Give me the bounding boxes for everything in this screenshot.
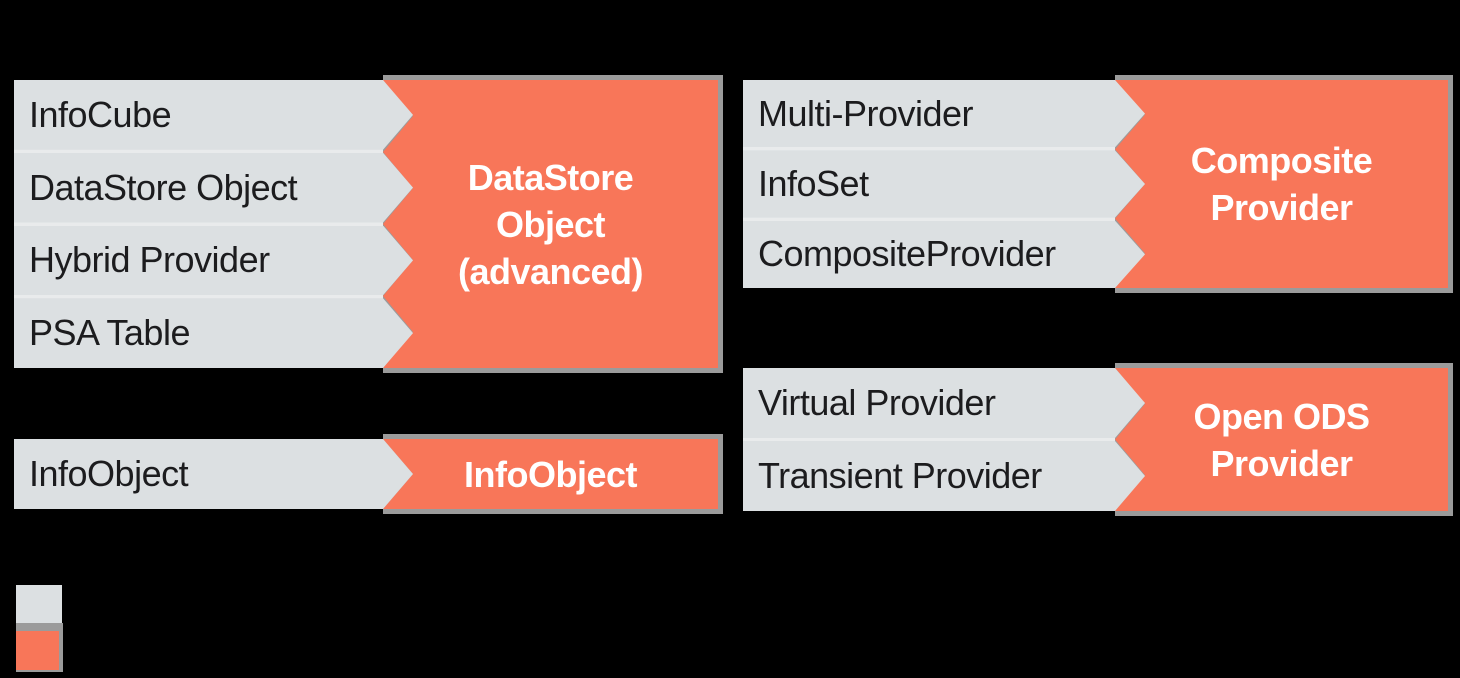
source-label: CompositeProvider: [758, 233, 1056, 275]
source-label: InfoSet: [758, 162, 869, 204]
mapping-group-composite-provider: Composite Provider Multi-Provider InfoSe…: [743, 75, 1453, 293]
source-label: DataStore Object: [29, 166, 298, 208]
target-label-line: Provider: [1210, 187, 1353, 228]
target-block-infoobject: InfoObject: [383, 439, 718, 509]
source-item-multi-provider: Multi-Provider: [743, 80, 1145, 147]
source-rows: Virtual Provider Transient Provider: [743, 368, 1448, 511]
mapping-group-open-ods-provider: Open ODS Provider Virtual Provider Trans…: [743, 363, 1453, 516]
source-item-infocube: InfoCube: [14, 80, 413, 150]
source-label: Multi-Provider: [758, 92, 974, 134]
target-block-open-ods-provider: Open ODS Provider: [1115, 368, 1448, 511]
source-rows: InfoCube DataStore Object Hybrid Provide…: [14, 80, 718, 368]
source-item-infoset: InfoSet: [743, 150, 1145, 217]
mapping-group-datastore-object-advanced: DataStore Object (advanced) InfoCube Dat…: [14, 75, 723, 373]
source-label: PSA Table: [29, 312, 190, 354]
target-label-line: Object: [495, 203, 606, 245]
source-item-compositeprovider: CompositeProvider: [743, 221, 1145, 288]
source-item-psa-table: PSA Table: [14, 298, 413, 368]
legend-classic-object-swatch: [16, 585, 62, 623]
legend-new-object-swatch: [16, 631, 59, 670]
source-label: Virtual Provider: [758, 382, 996, 423]
legend-new-object-swatch-border: [16, 623, 63, 672]
source-label: InfoCube: [29, 93, 172, 135]
source-item-infoobject: InfoObject: [14, 439, 413, 509]
source-item-datastore-object: DataStore Object: [14, 153, 413, 223]
target-label-line: Provider: [1210, 442, 1353, 484]
target-label-line: Open ODS: [1193, 395, 1370, 437]
target-label-line: Composite: [1190, 140, 1373, 181]
source-rows: Multi-Provider InfoSet CompositeProvider: [743, 80, 1448, 288]
target-label-line: (advanced): [457, 250, 644, 292]
target-block-datastore-object-advanced: DataStore Object (advanced): [383, 80, 718, 368]
source-rows: InfoObject: [14, 439, 718, 509]
source-label: Transient Provider: [758, 455, 1042, 496]
target-block-composite-provider: Composite Provider: [1115, 80, 1448, 288]
source-item-hybrid-provider: Hybrid Provider: [14, 226, 413, 296]
source-label: Hybrid Provider: [29, 239, 270, 281]
mapping-group-infoobject: InfoObject InfoObject: [14, 434, 723, 514]
source-item-transient-provider: Transient Provider: [743, 441, 1145, 511]
source-label: InfoObject: [29, 453, 189, 494]
source-item-virtual-provider: Virtual Provider: [743, 368, 1145, 438]
target-label-line: InfoObject: [464, 453, 638, 495]
target-label-line: DataStore: [467, 156, 634, 198]
